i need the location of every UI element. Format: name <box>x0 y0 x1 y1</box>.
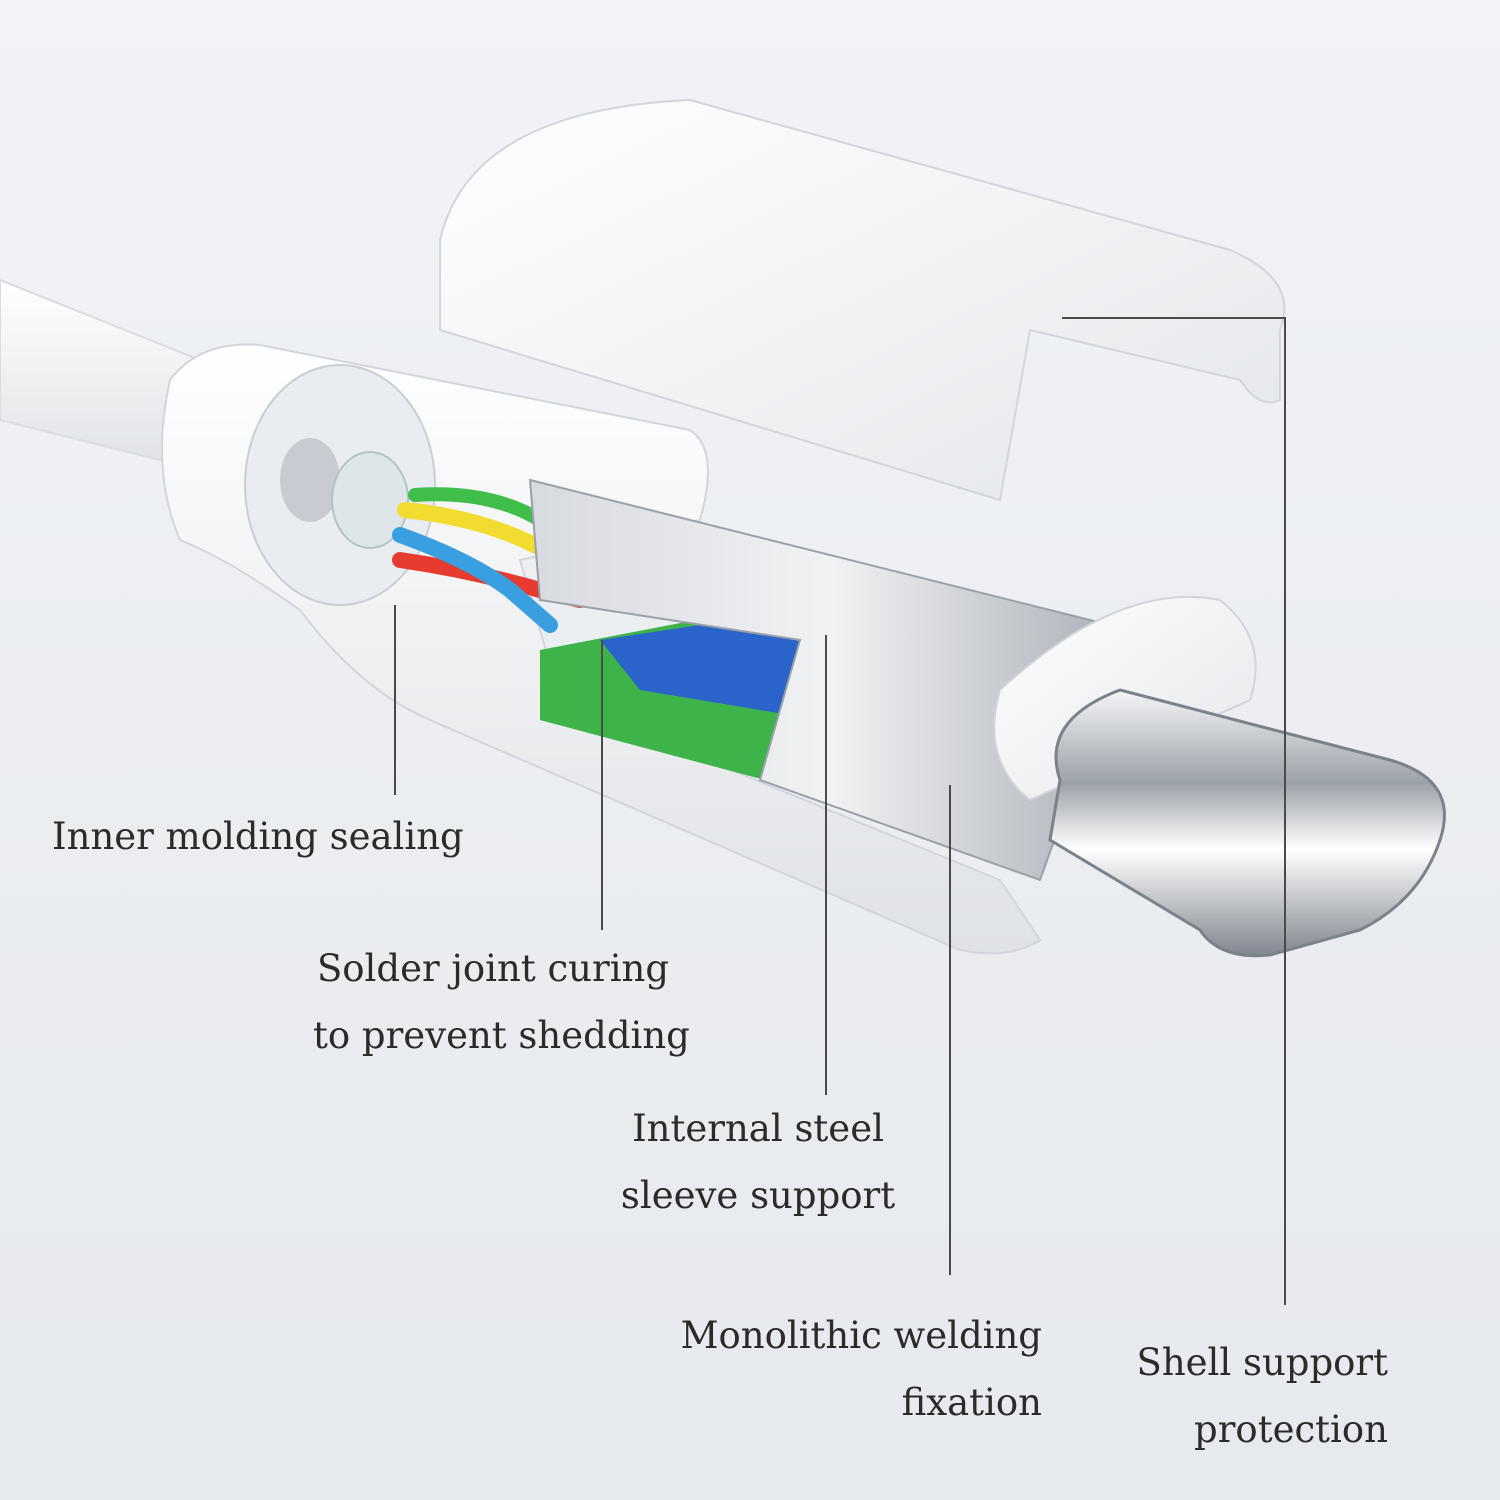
label-inner-molding: Inner molding sealing <box>52 815 464 858</box>
label-welding: Monolithic welding fixation <box>680 1314 1042 1424</box>
callout-shell-support <box>1062 317 1286 1305</box>
wires <box>392 487 618 633</box>
pcb-chip <box>600 610 820 720</box>
label-steel-sleeve: Internal steel sleeve support <box>620 1107 896 1217</box>
top-shell <box>439 98 1286 502</box>
wire-blue <box>392 527 558 633</box>
callout-lines <box>394 317 1286 1305</box>
inner-ring <box>331 451 409 549</box>
usb-c-plug <box>1048 688 1446 958</box>
label-shell-support: Shell support protection <box>1136 1341 1388 1451</box>
inner-molding-core <box>280 438 340 522</box>
wire-green <box>408 487 547 527</box>
label-solder-joint: Solder joint curing to prevent shedding <box>313 947 690 1057</box>
